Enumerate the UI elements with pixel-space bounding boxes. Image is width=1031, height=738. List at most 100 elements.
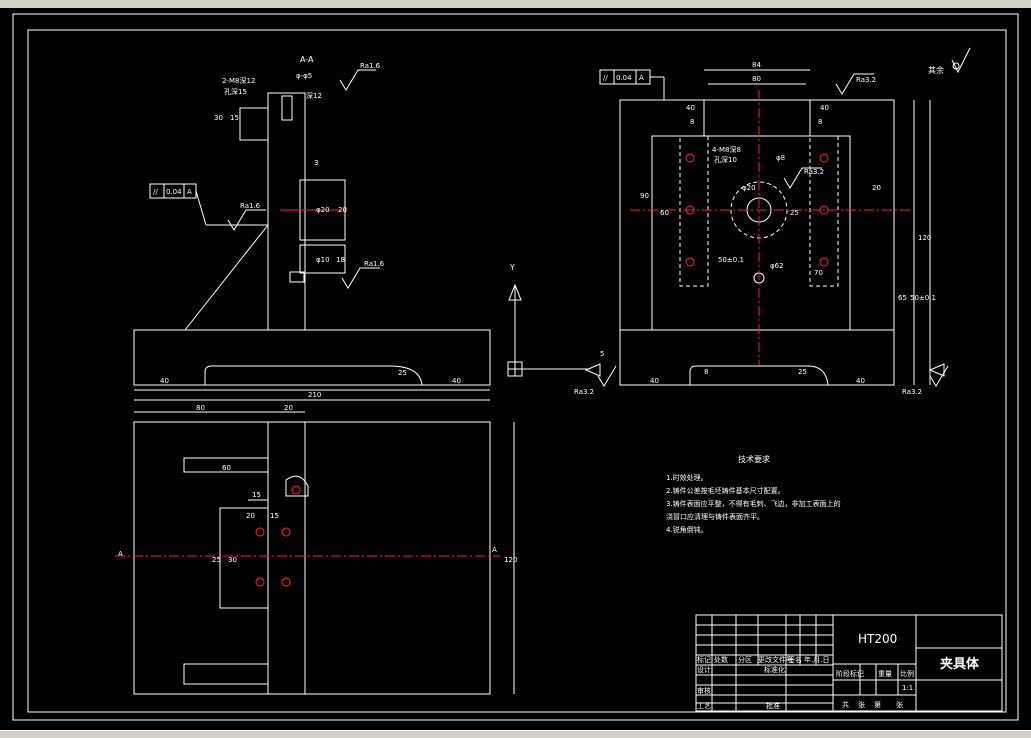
tb-sheet: 张 [858, 700, 865, 709]
roughness-3: Ra1.6 [364, 260, 385, 268]
top-hole-2 [281, 527, 291, 537]
top-dim-15: 15 [252, 491, 261, 499]
front-hole-3 [685, 257, 695, 267]
tb-material: HT200 [858, 632, 897, 646]
status-strip [0, 730, 1031, 738]
tb-label-1: 处数 [714, 655, 728, 664]
top-dim-20: 20 [284, 404, 293, 412]
section-a-right: A [492, 546, 497, 554]
section-hole-lower [299, 244, 346, 274]
top-dim-30: 30 [228, 556, 237, 564]
front-dim-40b: 40 [820, 104, 829, 112]
roughness-symbol-5 [783, 167, 822, 189]
tb-label-5: 年.月.日 [804, 655, 829, 664]
front-top-slot [703, 99, 811, 137]
top-dim-60: 60 [222, 464, 231, 472]
front-dim-70: 70 [814, 269, 823, 277]
front-dim-8-bottom: 8 [704, 368, 708, 376]
front-slot-left [679, 135, 709, 287]
tb-label-2: 分区 [738, 655, 752, 664]
front-dim-40a: 40 [686, 104, 695, 112]
section-a-left: A [118, 550, 123, 558]
roughness-7: Ra3.2 [902, 388, 922, 396]
inner-frame [27, 29, 1007, 713]
top-view: 210 80 20 60 15 20 15 25 30 120 A A [115, 391, 517, 695]
front-dim-8a: 8 [690, 118, 694, 126]
section-top-step [239, 107, 269, 141]
tol-right-value: 0.04 [616, 74, 632, 82]
drawing-svg: A-A 40 25 40 3 15 30 φ20 20 φ10 18 2-M8深… [12, 13, 1019, 721]
tb-process: 工艺 [697, 702, 711, 710]
front-dim-90: 90 [640, 192, 649, 200]
tb-scale: 1:1 [902, 684, 913, 692]
front-phi-center: φ20 [742, 184, 756, 192]
top-dim-20b: 20 [246, 512, 255, 520]
front-dim-80: 80 [752, 75, 761, 83]
technical-notes: 技术要求 1.时效处理。 2.铸件公差按毛坯铸件基本尺寸配置。 3.铸件表面应平… [666, 454, 841, 534]
notes-title: 技术要求 [738, 454, 770, 464]
notes-line-5: 4.锐角倒钝。 [666, 525, 708, 534]
front-slot-right [809, 135, 839, 287]
front-phi-small: φ8 [776, 154, 785, 162]
roughness-1: Ra1.6 [360, 62, 381, 70]
front-dim-65: 65 [898, 294, 907, 302]
roughness-4: Ra3.2 [856, 76, 876, 84]
title-block: 标记 处数 分区 更改文件号 签名 年.月.日 设计 标准化 审核 工艺 批准 … [695, 614, 1003, 712]
notes-line-4: 浇冒口应清理与铸件表面齐平。 [666, 512, 764, 521]
section-thread-hole [281, 95, 293, 121]
section-view: A-A 40 25 40 3 15 30 φ20 20 φ10 18 2-M8深… [133, 55, 491, 391]
top-dim-80: 80 [196, 404, 205, 412]
front-dim-25: 25 [790, 209, 799, 217]
front-hole-note: 4-M8深8 [712, 145, 741, 154]
top-dim-25: 25 [212, 556, 221, 564]
dim-phi10: φ10 [316, 256, 330, 264]
tb-label-4: 签名 [788, 655, 802, 664]
dim-40-right: 40 [452, 377, 461, 385]
front-hole-depth: 孔深10 [714, 155, 737, 164]
datum-triangle-right [928, 363, 945, 377]
section-base [133, 329, 491, 386]
top-boss [285, 475, 309, 497]
top-dim-210: 210 [308, 391, 321, 399]
roughness-other: 其余 [928, 65, 944, 75]
tol-left-value: 0.04 [166, 188, 182, 196]
thread-note: 2-M8深12 [222, 76, 255, 85]
dim-15: 15 [230, 114, 239, 122]
notes-line-2: 2.铸件公差按毛坯铸件基本尺寸配置。 [666, 486, 785, 495]
tb-sheets-total: 共 [842, 700, 849, 709]
tol-right-symbol: // [603, 74, 608, 82]
front-hole-1 [685, 153, 695, 163]
section-column [267, 92, 306, 331]
depth-note: 深12 [306, 91, 322, 100]
drawing-canvas[interactable]: A-A 40 25 40 3 15 30 φ20 20 φ10 18 2-M8深… [0, 8, 1031, 730]
tol-left-symbol: // [153, 188, 158, 196]
section-rib [184, 224, 269, 331]
roughness-symbol-2 [227, 209, 266, 231]
roughness-symbol-4 [835, 73, 874, 95]
top-column [267, 421, 306, 695]
tb-review: 审核 [697, 686, 711, 695]
dim-25: 25 [398, 369, 407, 377]
front-tol-center: 50±0.1 [718, 256, 744, 264]
top-slot-2 [183, 663, 269, 685]
dim-30: 30 [214, 114, 223, 122]
front-dim-84: 84 [752, 61, 761, 69]
front-tol-height: 50±0.1 [910, 294, 936, 302]
top-pad [219, 507, 269, 609]
section-pin [289, 271, 305, 283]
top-hole-4 [281, 577, 291, 587]
notes-line-1: 1.时效处理。 [666, 473, 708, 482]
top-dim-15b: 15 [270, 512, 279, 520]
top-outline [133, 421, 491, 695]
top-hole-3 [255, 577, 265, 587]
front-inner [651, 135, 851, 331]
hole-note: 孔深15 [224, 87, 247, 96]
tb-weight: 重量 [878, 670, 892, 678]
front-dim-60: 60 [660, 209, 669, 217]
phi-note: φ-φ5 [296, 72, 312, 80]
roughness-5: Ra3.2 [804, 168, 824, 176]
tb-part-name: 夹具体 [940, 656, 980, 672]
front-base [619, 329, 895, 386]
roughness-symbol-3 [341, 267, 380, 289]
tb-stage-mark: 阶段标记 [836, 669, 864, 678]
